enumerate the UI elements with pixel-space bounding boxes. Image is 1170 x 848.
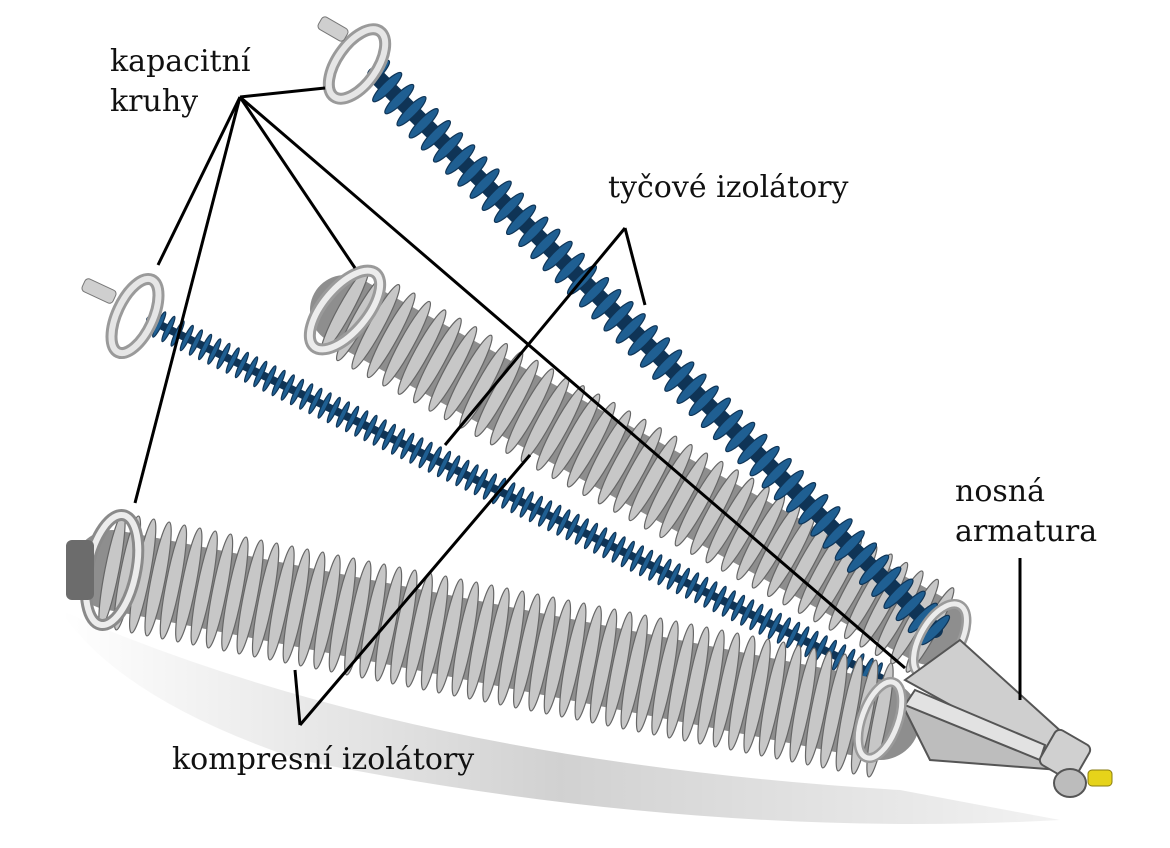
leader-ring-lower-compression: [135, 97, 240, 503]
leader-ring-upper-rod: [240, 88, 325, 97]
label-compression-insulators: kompresní izolátory: [172, 742, 474, 778]
label-rod-insulators: tyčové izolátory: [608, 170, 848, 206]
label-capacitive-rings-line1: kapacitní: [110, 44, 251, 80]
leader-ring-lower-rod: [158, 97, 240, 265]
bolt-icon: [1088, 770, 1112, 786]
capacitive-ring-lower-rod: [81, 272, 169, 360]
leader-rod-upper: [625, 228, 645, 305]
label-capacitive-rings-line2: kruhy: [110, 84, 198, 120]
label-support-fitting-line1: nosná: [955, 474, 1045, 510]
label-support-fitting-line2: armatura: [955, 514, 1097, 550]
